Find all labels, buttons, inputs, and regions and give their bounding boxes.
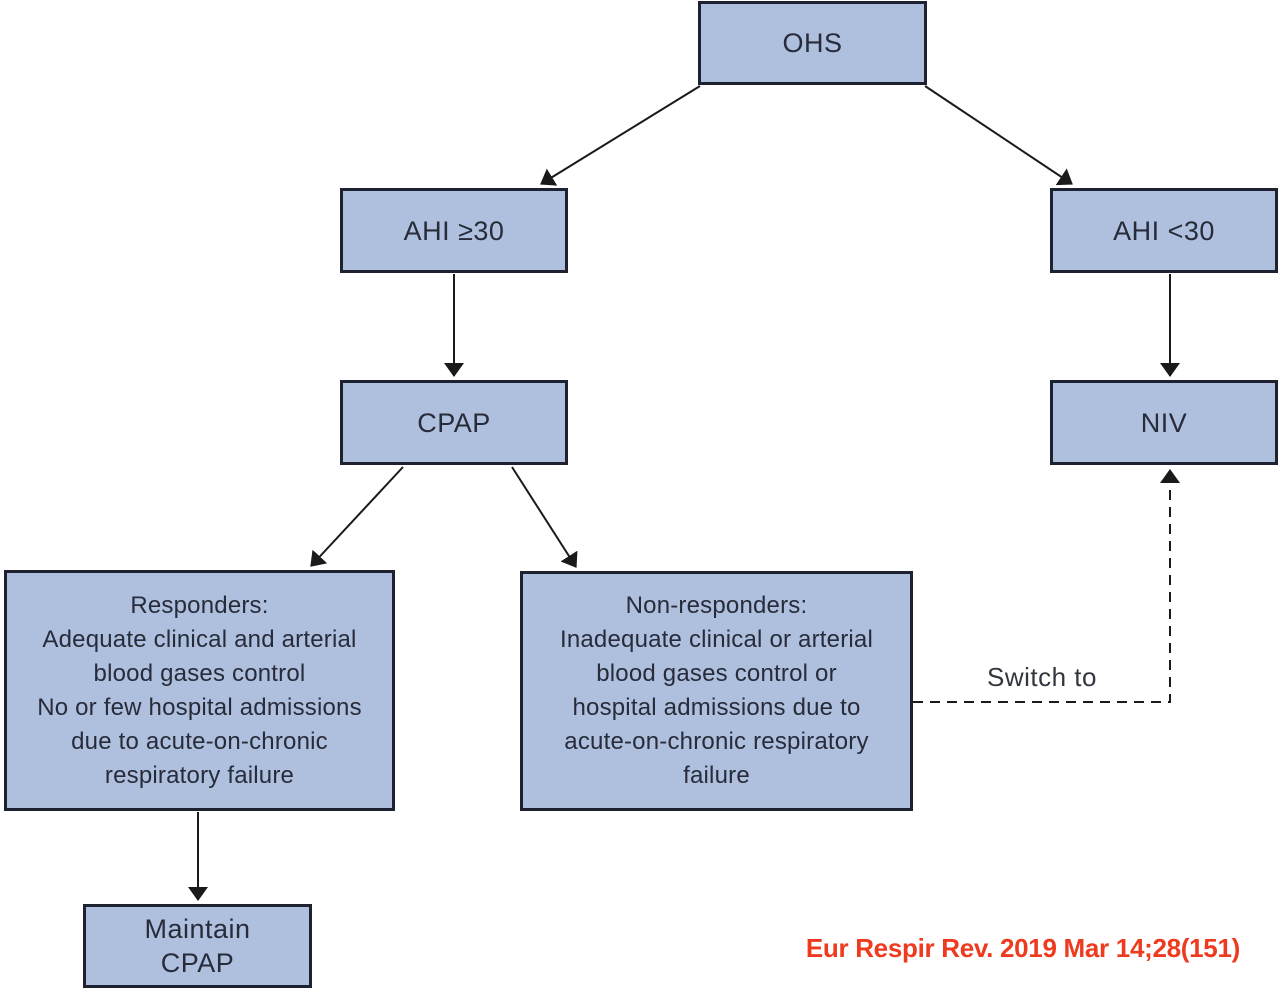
citation-text: Eur Respir Rev. 2019 Mar 14;28(151) (805, 933, 1240, 963)
edge-ohs-to-ahi-lt30 (924, 85, 1073, 186)
node-non-responders: Non-responders: Inadequate clinical or a… (520, 571, 913, 811)
edge-ohs-to-ahi-ge30 (540, 85, 701, 186)
node-maintain-cpap: Maintain CPAP (83, 904, 312, 988)
edge-non-responders-to-niv-dashed (913, 469, 1180, 703)
edge-label-switch-to: Switch to (987, 662, 1097, 692)
node-responders: Responders: Adequate clinical and arteri… (4, 570, 395, 811)
node-niv: NIV (1050, 380, 1278, 465)
node-cpap: CPAP (340, 380, 568, 465)
node-ahi-lt30: AHI <30 (1050, 188, 1278, 273)
node-ahi-ge30: AHI ≥30 (340, 188, 568, 273)
node-ohs: OHS (698, 1, 927, 85)
edge-cpap-to-non-responders (511, 466, 578, 568)
edge-cpap-to-responders (310, 466, 404, 567)
